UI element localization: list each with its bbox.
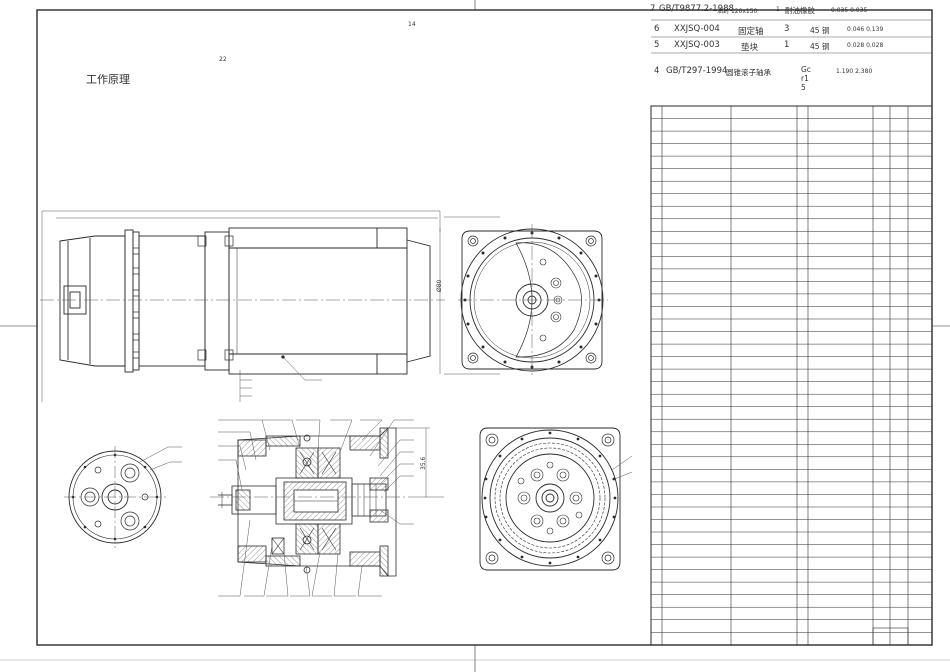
bom-header-lines xyxy=(651,19,932,54)
bom-seq: 4 xyxy=(654,66,660,76)
section-view xyxy=(210,419,444,597)
side-height-dimension: Ø80 xyxy=(436,279,443,292)
page-title: 工作原理 xyxy=(86,73,130,86)
end-view xyxy=(64,446,182,548)
bom-weights: 0.035 0.035 xyxy=(831,7,868,14)
bom-code: XXJSQ-003 xyxy=(674,40,720,50)
bom-material: 45 钢 xyxy=(810,42,830,51)
section-length-dimension: 35.6 xyxy=(420,456,427,470)
balloon-label-14: 14 xyxy=(408,21,416,28)
bom-weights: 1.190 2.380 xyxy=(836,68,873,75)
internal-view xyxy=(479,427,633,571)
bom-code: XXJSQ-004 xyxy=(674,24,720,34)
bom-weights: 0.046 0.139 xyxy=(847,26,884,33)
bom-name: 固定轴 xyxy=(738,27,764,37)
bom-seq: 6 xyxy=(654,24,660,34)
bom-qty: 1 xyxy=(776,6,780,13)
bom-qty: 3 xyxy=(784,24,790,34)
bom-code: GB/T9877.2-1988 xyxy=(659,4,734,14)
bom-name: 垫块 xyxy=(741,43,759,53)
balloon-label-22: 22 xyxy=(219,56,227,63)
bom-material: 45 钢 xyxy=(810,26,830,35)
bom-material: Gcr15 xyxy=(801,65,811,92)
side-view xyxy=(40,210,445,402)
bom-name: 油封 120x150 xyxy=(717,8,758,15)
bom-qty: 1 xyxy=(784,40,790,50)
bom-code: GB/T297-1994 xyxy=(666,66,728,76)
bom-seq: 5 xyxy=(654,40,660,50)
front-view xyxy=(444,216,608,376)
bom-seq: 7 xyxy=(650,4,656,14)
bom-material: 耐油橡胶 xyxy=(785,6,815,15)
bom-grid xyxy=(650,105,933,646)
bom-weights: 0.028 0.028 xyxy=(847,42,884,49)
bom-name: 圆锥滚子轴承 xyxy=(726,68,771,77)
